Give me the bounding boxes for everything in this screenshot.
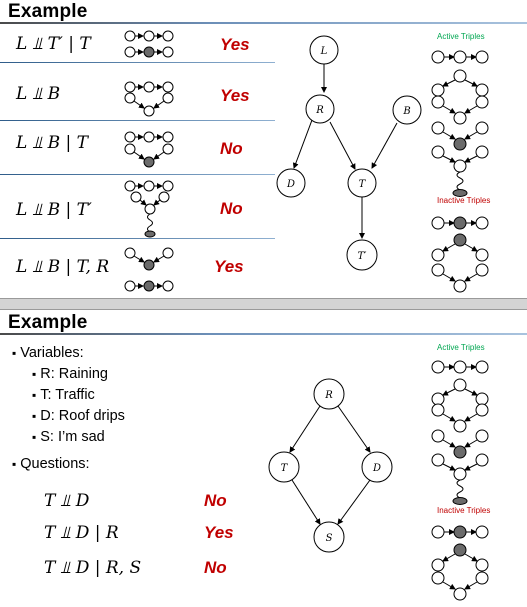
row-divider [0,120,275,121]
variable-item: T: Traffic [32,387,95,403]
inactive-triples-title: Inactive Triples [437,506,491,515]
independence-query: L ⫫ B | T, R [16,257,110,277]
node-label: T [359,179,367,190]
answer-label: No [204,558,227,577]
node-label: R [315,105,324,116]
row-path-icons: L R B D T T′ [124,30,489,293]
questions-heading: Questions: [12,456,89,472]
independence-query: L ⫫ B | T′ [16,200,92,220]
inactive-triples-title: Inactive Triples [437,196,491,205]
causal-chain-icon [124,131,174,143]
row-divider [0,62,275,63]
causal-chain-icon [124,180,174,192]
slide-title: Example [8,1,88,22]
variable-item: R: Raining [32,366,108,382]
node-R [305,94,335,124]
variables-heading: Variables: [12,345,83,361]
node-label: D [286,179,295,190]
answer-label: No [220,139,243,158]
title-underline [0,333,527,335]
node-label: T [281,463,289,474]
node-B [392,95,422,125]
blocked-chain-icon [124,46,174,58]
node-label: B [402,106,410,117]
slide-title: Example [8,312,88,333]
bayes-net-graph: L R B D T T′ [276,35,422,271]
node-label: R [324,390,333,401]
answer-label: Yes [220,35,250,54]
observed-common-effect-icon [124,143,174,168]
causal-chain-icon [124,30,174,42]
row-divider [0,174,275,175]
causal-chain-icon [124,81,174,93]
active-triples-legend [431,360,489,505]
answer-label: Yes [220,86,250,105]
active-triples-legend [431,50,489,197]
independence-query: T ⫫ D | R, S [44,558,142,578]
node-S [313,521,345,553]
answer-label: Yes [204,523,234,542]
common-effect-icon [124,92,174,117]
slide-1: Example L ⫫ T′ | T L ⫫ B L ⫫ B | T L ⫫ B… [0,0,527,298]
independence-query: L ⫫ B [16,84,61,104]
node-Tprime [346,239,378,271]
bayes-net-graph: R T D S [268,378,393,553]
node-label: S [326,533,333,544]
independence-query: T ⫫ D [44,491,90,511]
node-label: T′ [358,251,368,262]
answer-label: Yes [214,257,244,276]
node-R [313,378,345,410]
active-triples-title: Active Triples [437,343,485,352]
node-T [268,451,300,483]
variable-item: S: I’m sad [32,429,104,445]
blocked-chain-icon [124,280,174,292]
inactive-triples-legend [431,216,489,293]
variable-item: D: Roof drips [32,408,125,424]
node-D [361,451,393,483]
independence-query: L ⫫ T′ | T [16,34,91,54]
node-T [347,168,377,198]
answer-label: No [220,199,243,218]
slide-2: Example Variables: R: Raining T: Traffic… [0,310,527,607]
node-L [309,35,339,65]
node-label: D [372,463,381,474]
slide-separator [0,298,527,310]
slide2-graphics: R T D S [268,360,489,601]
node-label: L [320,46,328,57]
descendant-observed-icon [130,191,170,238]
independence-query: T ⫫ D | R [44,523,119,543]
answer-label: No [204,491,227,510]
inactive-triples-legend [431,525,489,601]
independence-query: L ⫫ B | T [16,133,89,153]
row-divider [0,238,275,239]
node-D [276,168,306,198]
observed-common-cause-icon [124,247,174,271]
title-underline [0,22,527,24]
active-triples-title: Active Triples [437,32,485,41]
